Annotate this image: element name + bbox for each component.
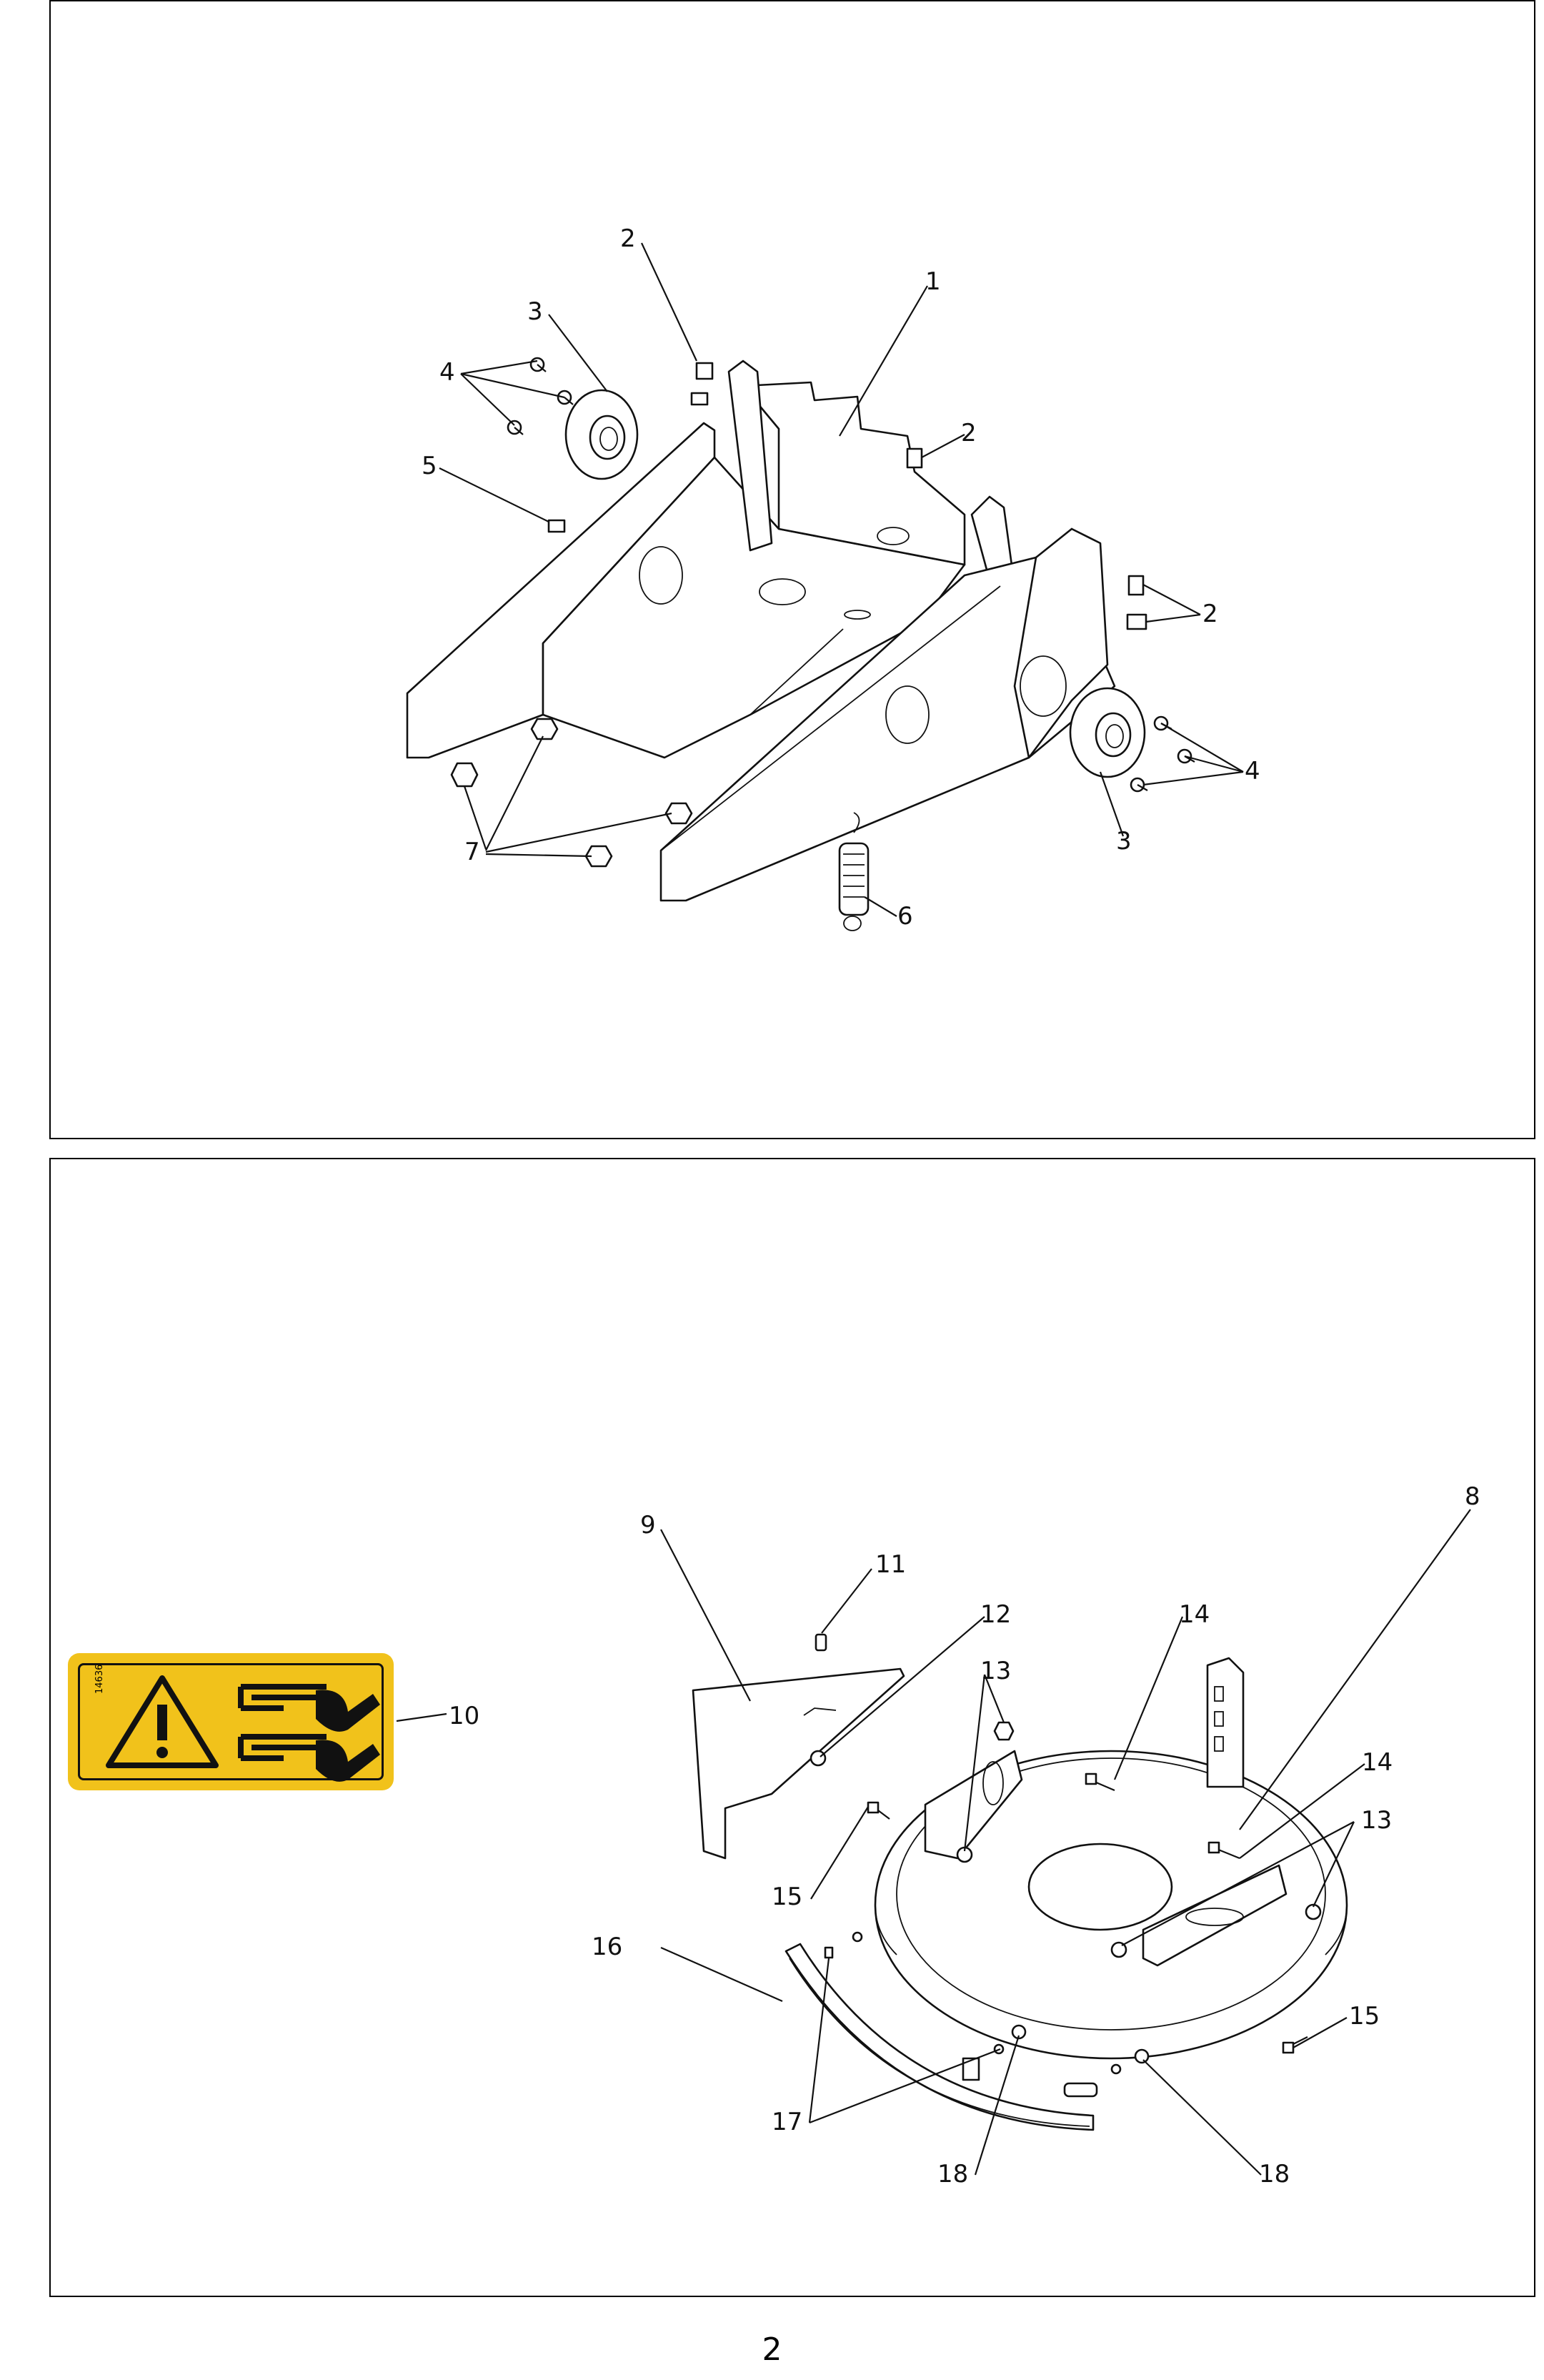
callout-1: 1	[925, 267, 941, 296]
deflector	[692, 1667, 905, 1860]
callouts-top: 2 1 3 4 5 2 2 4 3 6 7	[422, 224, 1260, 931]
callout-15b: 15	[1349, 2002, 1380, 2031]
rear-guard	[785, 1943, 1098, 2131]
callout-2a: 2	[620, 224, 636, 253]
callout-5: 5	[422, 452, 437, 480]
callout-8: 8	[1465, 1482, 1480, 1511]
warning-triangle-icon	[106, 1675, 380, 1782]
callout-2c: 2	[1202, 600, 1218, 628]
spring	[838, 812, 870, 931]
bearing-flange-right	[1069, 687, 1146, 778]
callout-13a: 13	[980, 1657, 1011, 1685]
clips	[547, 362, 1147, 630]
callout-3b: 3	[1116, 827, 1132, 856]
leader-lines-bottom	[396, 1509, 1471, 2176]
callout-18b: 18	[1259, 2160, 1290, 2188]
warning-label: 14636	[68, 1653, 394, 1790]
bolts-right	[1130, 715, 1195, 793]
callout-2b: 2	[961, 419, 977, 447]
callout-18a: 18	[937, 2160, 968, 2188]
callouts-bottom: 8 9 10 11 12 13 14 14 13 15 15 16 17 18 …	[449, 1482, 1480, 2188]
leader-lines-top	[439, 242, 1244, 917]
page-number: 2	[762, 2331, 782, 2368]
callout-4a: 4	[439, 358, 455, 387]
mower-deck	[874, 1657, 1348, 2060]
callout-4b: 4	[1245, 757, 1260, 785]
callout-12: 12	[980, 1600, 1011, 1629]
bearing-flange-left	[564, 389, 639, 480]
chassis-frame	[406, 360, 1116, 902]
callout-17: 17	[772, 2108, 802, 2136]
callout-10: 10	[449, 1702, 479, 1730]
callout-16: 16	[592, 1933, 622, 1961]
callout-15a: 15	[772, 1883, 802, 1911]
callout-14a: 14	[1179, 1600, 1210, 1629]
callout-3a: 3	[527, 297, 543, 326]
callout-13b: 13	[1361, 1806, 1392, 1835]
callout-7: 7	[464, 838, 480, 866]
deck-fasteners	[810, 1633, 1322, 2075]
nuts	[450, 718, 693, 868]
callout-14b: 14	[1362, 1748, 1393, 1777]
callout-6: 6	[897, 902, 913, 931]
callout-9: 9	[640, 1511, 656, 1539]
warning-label-border: 14636	[78, 1663, 384, 1782]
callout-11: 11	[875, 1550, 906, 1579]
